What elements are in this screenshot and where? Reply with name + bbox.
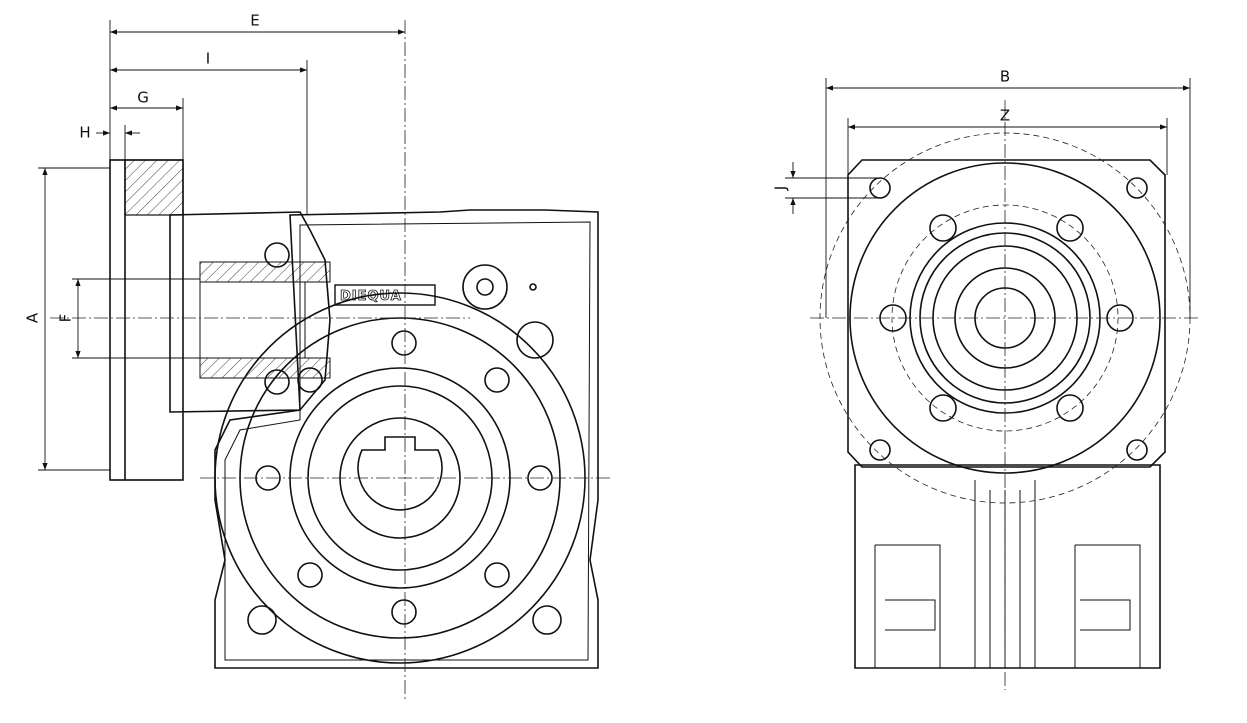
- dimension-label-h: H: [79, 124, 90, 142]
- dimensions-side: E I G H A F: [24, 12, 405, 471]
- dimension-label-j: J: [772, 186, 790, 191]
- dimension-label-e: E: [250, 12, 259, 30]
- dimension-label-z: Z: [1000, 107, 1010, 125]
- motor-adapter: [169, 211, 331, 413]
- dimension-label-i: I: [206, 50, 210, 68]
- dimension-label-g: G: [137, 89, 149, 107]
- side-view: DIEQUA: [50, 20, 610, 700]
- front-view: [810, 100, 1200, 690]
- flange-section-hatch: [124, 159, 184, 216]
- logo-text: DIEQUA: [340, 289, 402, 304]
- dieqoa-logo: DIEQUA: [334, 284, 436, 306]
- square-flange: [847, 159, 1166, 468]
- dimension-label-f: F: [57, 314, 75, 323]
- flange-bolt-holes: [869, 177, 1148, 461]
- dimension-label-b: B: [1000, 68, 1010, 86]
- dimension-label-a: A: [24, 312, 42, 323]
- bolt-holes: [247, 330, 562, 635]
- gearbox-housing: [214, 209, 599, 669]
- dimensions-front: B Z J: [772, 68, 1191, 318]
- output-bore-keyway: [357, 436, 443, 511]
- gearbox-base: [854, 464, 1161, 669]
